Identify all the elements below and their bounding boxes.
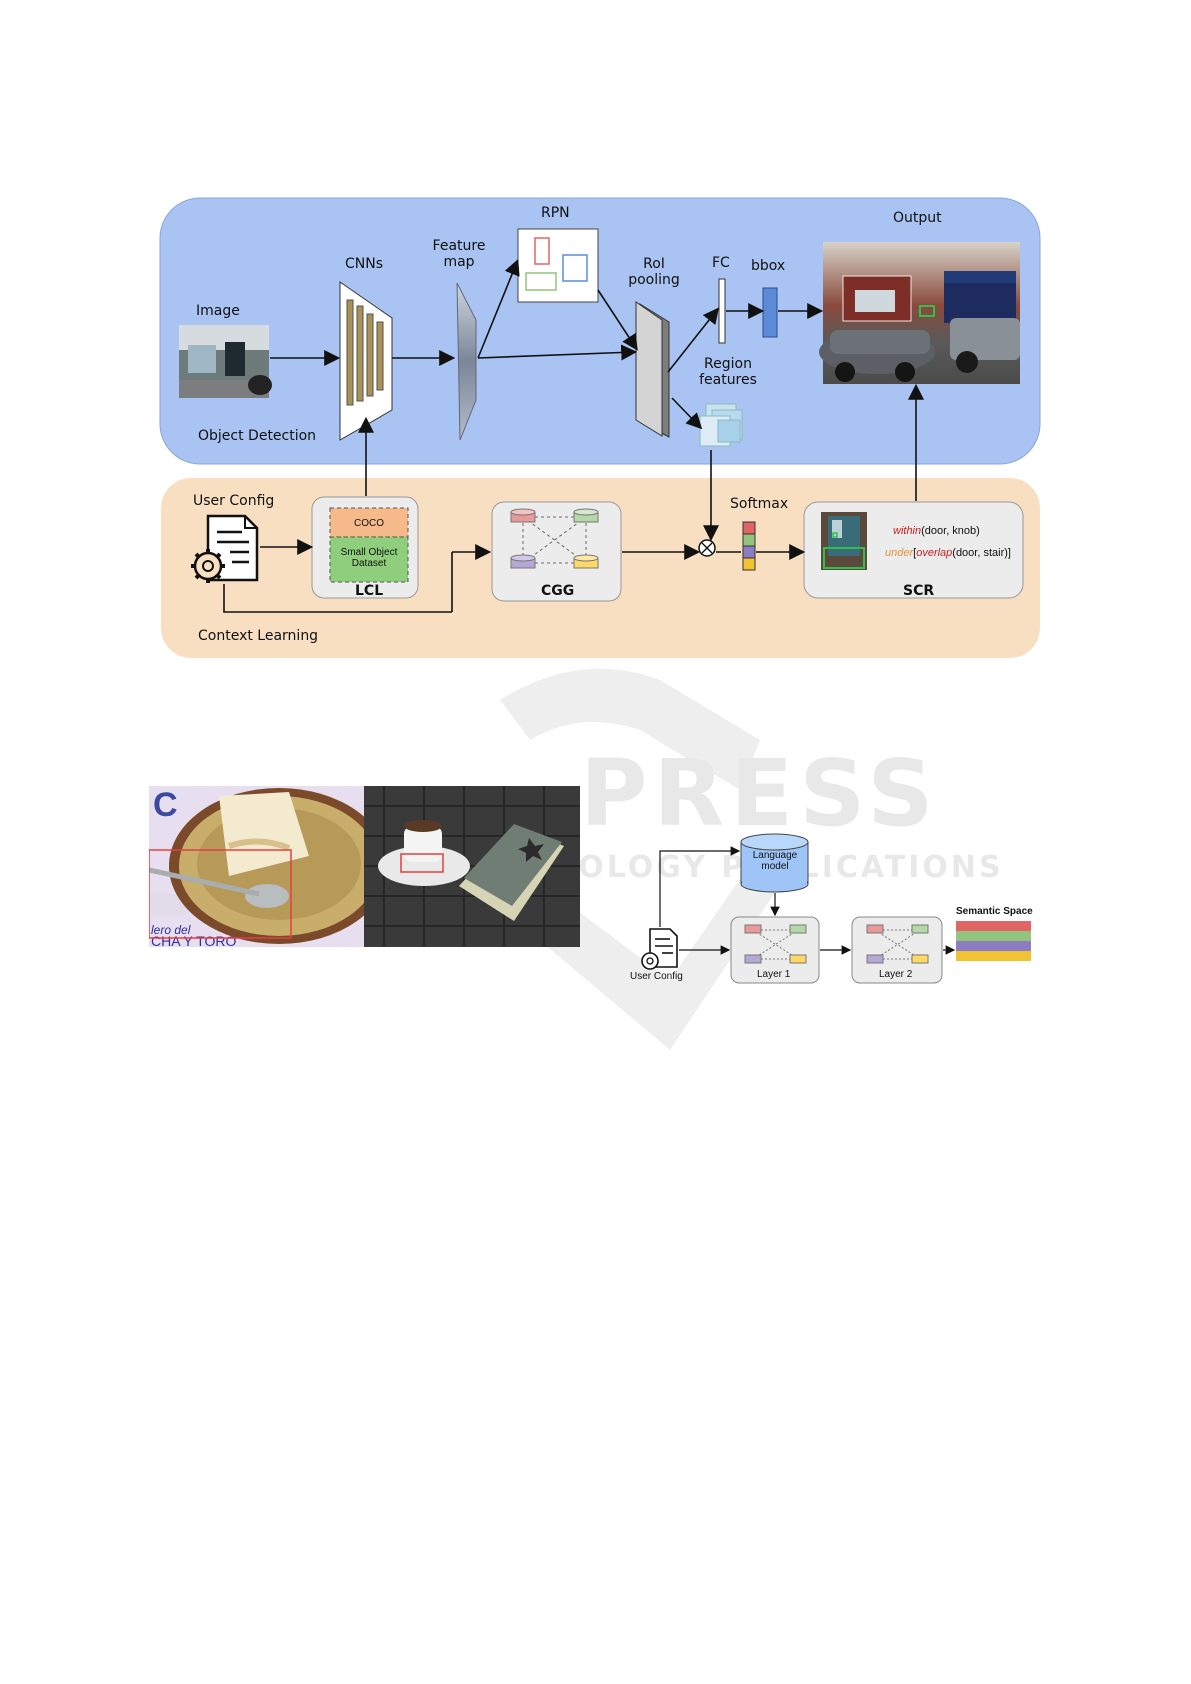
cgg-label: CGG <box>541 583 575 599</box>
cgg-box <box>491 501 622 602</box>
bbox-label: bbox <box>751 258 786 274</box>
language-model-label: Language model <box>752 850 798 872</box>
coco-label: COCO <box>354 518 384 529</box>
example-photo-cake: C lero del CHA Y TORO <box>149 786 364 947</box>
fc-label: FC <box>712 255 730 271</box>
arrow-roi-to-region <box>671 397 703 430</box>
feature-map <box>456 282 477 441</box>
image-label: Image <box>196 303 240 319</box>
pipeline-diagram: Image CNNs Feature map RPN RoI pooling F… <box>0 0 1191 680</box>
roi-pooling-block <box>635 301 670 438</box>
document-gear-icon-small <box>641 928 678 970</box>
user-config-label-small: User Config <box>630 971 683 982</box>
arrow-featuremap-to-rpn <box>477 259 520 359</box>
multiply-operator <box>698 539 716 557</box>
output-image <box>819 242 1020 384</box>
region-features-stack <box>699 403 743 447</box>
scr-rule-1-fn: within <box>893 525 922 537</box>
svg-text:lero del: lero del <box>151 923 191 937</box>
output-label: Output <box>893 210 942 226</box>
scr-rule-2: under[overlap(door, stair)] <box>885 548 1011 559</box>
object-detection-label: Object Detection <box>198 428 317 444</box>
scr-box <box>803 501 1024 599</box>
rpn-label: RPN <box>541 205 570 221</box>
layer-2-box <box>851 916 943 984</box>
scr-rule-2-bracket: [ <box>913 547 917 559</box>
lcl-box <box>311 496 419 599</box>
feature-map-label: Feature map <box>432 238 486 270</box>
cgg-architecture-diagram: Language model User Config Layer 1 Layer… <box>620 825 1050 990</box>
user-config-label: User Config <box>193 493 275 509</box>
example-photo-coffee <box>364 786 580 947</box>
watermark-text-1: PRESS <box>580 740 940 847</box>
semantic-space-bars <box>956 921 1031 961</box>
cnns-label: CNNs <box>345 256 384 272</box>
cnn-block <box>339 281 393 441</box>
rpn-box <box>517 228 599 303</box>
line-doc-to-cgg <box>223 584 452 613</box>
input-image <box>179 325 272 398</box>
arrow-roi-to-fc <box>667 307 719 373</box>
arrow-rpn-to-roi <box>597 289 638 351</box>
small-object-dataset-label: Small Object Dataset <box>340 547 398 569</box>
pipeline-graphics <box>159 197 1041 658</box>
roi-pooling-label: RoI pooling <box>628 256 680 288</box>
cgg-node-yellow <box>573 554 599 569</box>
lcl-label: LCL <box>355 583 384 599</box>
scr-rule-1: within(door, knob) <box>893 526 980 537</box>
document-gear-icon <box>191 514 259 583</box>
scr-rule-2-fn1: under <box>885 547 914 559</box>
svg-text:C: C <box>153 786 178 824</box>
semantic-space-label: Semantic Space <box>956 906 1033 917</box>
svg-text:CHA Y TORO: CHA Y TORO <box>151 933 236 947</box>
cgg-node-green <box>573 508 599 523</box>
arrow-featuremap-to-roi <box>477 344 638 361</box>
softmax-label: Softmax <box>730 496 789 512</box>
scr-rule-2-args: (door, stair)] <box>952 547 1011 559</box>
layer-2-label: Layer 2 <box>879 969 913 980</box>
scr-label: SCR <box>903 583 935 599</box>
layer-1-label: Layer 1 <box>757 969 791 980</box>
bbox-bar <box>762 287 778 338</box>
context-learning-label: Context Learning <box>198 628 319 644</box>
language-model-cylinder <box>740 833 809 893</box>
cgg-architecture-graphics <box>641 833 1031 984</box>
cgg-node-purple <box>510 554 536 569</box>
fc-bar <box>718 278 726 344</box>
layer-1-box <box>730 916 820 984</box>
arrow-config-to-lm <box>659 846 741 927</box>
scr-rule-1-args: (door, knob) <box>921 525 980 537</box>
scr-rule-2-fn2: overlap <box>916 547 953 559</box>
cgg-node-red <box>510 508 536 523</box>
softmax-vector <box>742 521 756 571</box>
region-features-label: Region features <box>699 356 757 388</box>
